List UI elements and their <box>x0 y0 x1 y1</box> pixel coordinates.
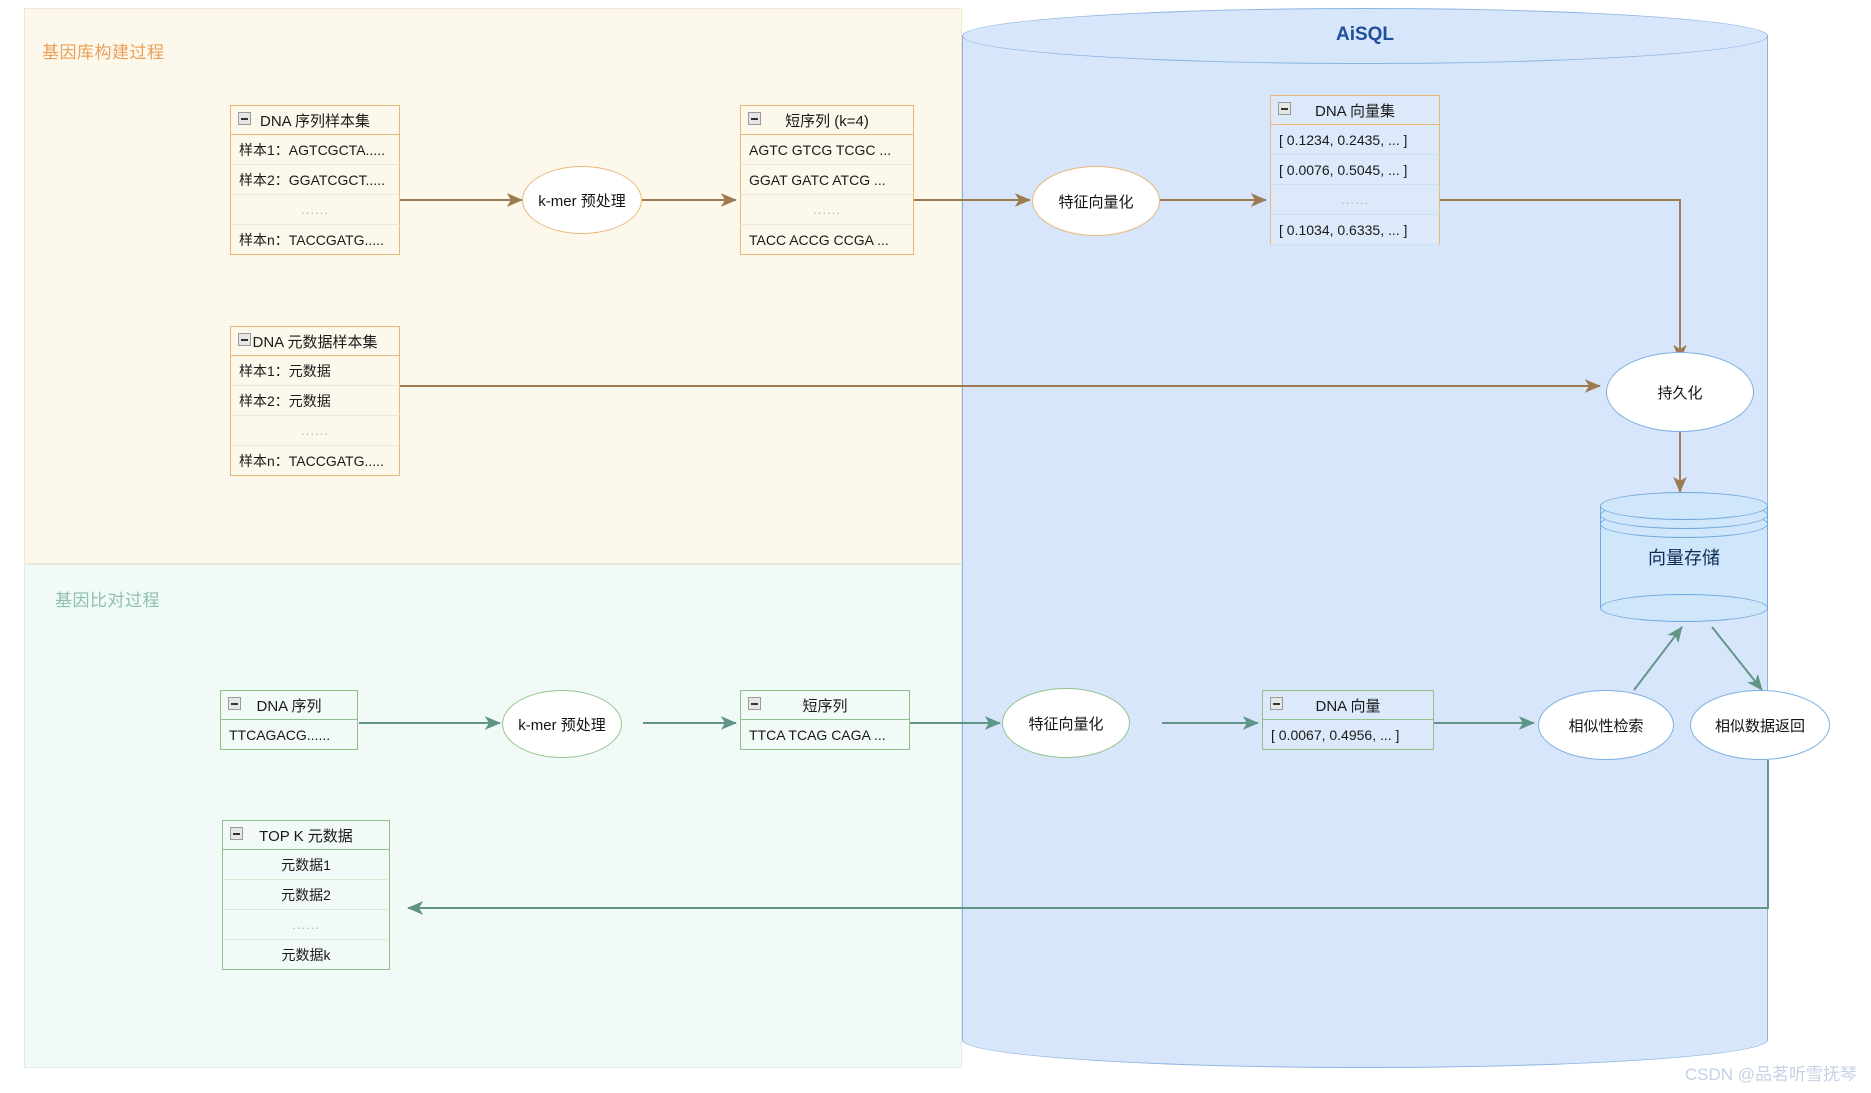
node-similarity-search[interactable]: 相似性检索 <box>1538 690 1674 760</box>
cylinder-bottom-cap <box>1600 594 1768 622</box>
table-row: ...... <box>222 910 390 940</box>
table-row: TTCA TCAG CAGA ... <box>740 720 910 750</box>
node-kmer-preprocess-compare[interactable]: k-mer 预处理 <box>502 690 622 758</box>
node-kmer-preprocess-build[interactable]: k-mer 预处理 <box>522 166 642 234</box>
node-label: 特征向量化 <box>1028 715 1104 733</box>
table-row: ...... <box>1270 185 1440 215</box>
table-row: TACC ACCG CCGA ... <box>740 225 914 255</box>
box-dna-vector-query[interactable]: DNA 向量 [ 0.0067, 0.4956, ... ] <box>1262 690 1434 750</box>
node-label: 特征向量化 <box>1058 193 1134 211</box>
table-row: 元数据2 <box>222 880 390 910</box>
node-similarity-return[interactable]: 相似数据返回 <box>1690 690 1830 760</box>
box-dna-sequence-query[interactable]: DNA 序列 TTCAGACG...... <box>220 690 358 750</box>
swimlane-build <box>24 8 962 564</box>
node-label: 相似数据返回 <box>1714 717 1805 735</box>
box-title: 短序列 (k=4) <box>785 112 869 130</box>
collapse-minus-icon[interactable] <box>238 112 251 125</box>
table-row: GGAT GATC ATCG ... <box>740 165 914 195</box>
node-label: k-mer 预处理 <box>538 192 626 210</box>
box-short-sequence-build[interactable]: 短序列 (k=4) AGTC GTCG TCGC ... GGAT GATC A… <box>740 105 914 255</box>
table-row: ...... <box>230 195 400 225</box>
box-title: DNA 元数据样本集 <box>252 333 378 351</box>
box-header: DNA 序列样本集 <box>230 105 400 135</box>
table-row: 元数据k <box>222 940 390 970</box>
box-header: TOP K 元数据 <box>222 820 390 850</box>
collapse-minus-icon[interactable] <box>1278 102 1291 115</box>
table-row: [ 0.0076, 0.5045, ... ] <box>1270 155 1440 185</box>
collapse-minus-icon[interactable] <box>228 697 241 710</box>
table-row: ...... <box>230 416 400 446</box>
table-row: [ 0.1234, 0.2435, ... ] <box>1270 125 1440 155</box>
box-title: DNA 序列 <box>256 697 322 715</box>
collapse-minus-icon[interactable] <box>230 827 243 840</box>
node-vector-storage[interactable]: 向量存储 <box>1600 492 1768 622</box>
swimlane-compare <box>24 564 962 1068</box>
box-title: DNA 向量集 <box>1314 102 1395 120</box>
table-row: 样本n：TACCGATG..... <box>230 446 400 476</box>
collapse-minus-icon[interactable] <box>1270 697 1283 710</box>
node-label: 向量存储 <box>1648 548 1720 568</box>
collapse-minus-icon[interactable] <box>748 697 761 710</box>
box-title: TOP K 元数据 <box>259 827 353 845</box>
box-short-sequence-compare[interactable]: 短序列 TTCA TCAG CAGA ... <box>740 690 910 750</box>
box-title: DNA 向量 <box>1315 697 1381 715</box>
collapse-minus-icon[interactable] <box>748 112 761 125</box>
cylinder-top-cap <box>1600 492 1768 520</box>
node-label: 相似性检索 <box>1568 717 1644 735</box>
table-row: 样本n：TACCGATG..... <box>230 225 400 255</box>
box-header: DNA 向量 <box>1262 690 1434 720</box>
node-label: 持久化 <box>1657 384 1703 402</box>
collapse-minus-icon[interactable] <box>238 333 251 346</box>
table-row: [ 0.0067, 0.4956, ... ] <box>1262 720 1434 750</box>
box-topk-metadata[interactable]: TOP K 元数据 元数据1 元数据2 ...... 元数据k <box>222 820 390 970</box>
table-row: 样本2：元数据 <box>230 386 400 416</box>
aisql-title: AiSQL <box>1335 24 1395 45</box>
box-header: DNA 元数据样本集 <box>230 326 400 356</box>
table-row: AGTC GTCG TCGC ... <box>740 135 914 165</box>
table-row: 样本1：元数据 <box>230 356 400 386</box>
box-dna-vector-set[interactable]: DNA 向量集 [ 0.1234, 0.2435, ... ] [ 0.0076… <box>1270 95 1440 245</box>
aisql-cylinder-top <box>962 8 1768 64</box>
table-row: 样本2：GGATCGCT..... <box>230 165 400 195</box>
box-title: 短序列 <box>802 697 848 715</box>
swimlane-compare-title: 基因比对过程 <box>55 591 160 610</box>
table-row: [ 0.1034, 0.6335, ... ] <box>1270 215 1440 245</box>
table-row: 元数据1 <box>222 850 390 880</box>
box-header: 短序列 (k=4) <box>740 105 914 135</box>
box-header: DNA 序列 <box>220 690 358 720</box>
table-row: 样本1：AGTCGCTA..... <box>230 135 400 165</box>
table-row: TTCAGACG...... <box>220 720 358 750</box>
node-label: k-mer 预处理 <box>518 716 606 734</box>
swimlane-build-title: 基因库构建过程 <box>42 43 165 62</box>
box-header: DNA 向量集 <box>1270 95 1440 125</box>
table-row: ...... <box>740 195 914 225</box>
box-title: DNA 序列样本集 <box>259 112 370 130</box>
box-dna-seq-samples[interactable]: DNA 序列样本集 样本1：AGTCGCTA..... 样本2：GGATCGCT… <box>230 105 400 255</box>
node-feature-vectorize-build[interactable]: 特征向量化 <box>1032 166 1160 236</box>
node-persistence[interactable]: 持久化 <box>1606 352 1754 432</box>
watermark: CSDN @品茗听雪抚琴 <box>1684 1065 1857 1084</box>
box-header: 短序列 <box>740 690 910 720</box>
box-dna-metadata-samples[interactable]: DNA 元数据样本集 样本1：元数据 样本2：元数据 ...... 样本n：TA… <box>230 326 400 476</box>
node-feature-vectorize-compare[interactable]: 特征向量化 <box>1002 688 1130 758</box>
